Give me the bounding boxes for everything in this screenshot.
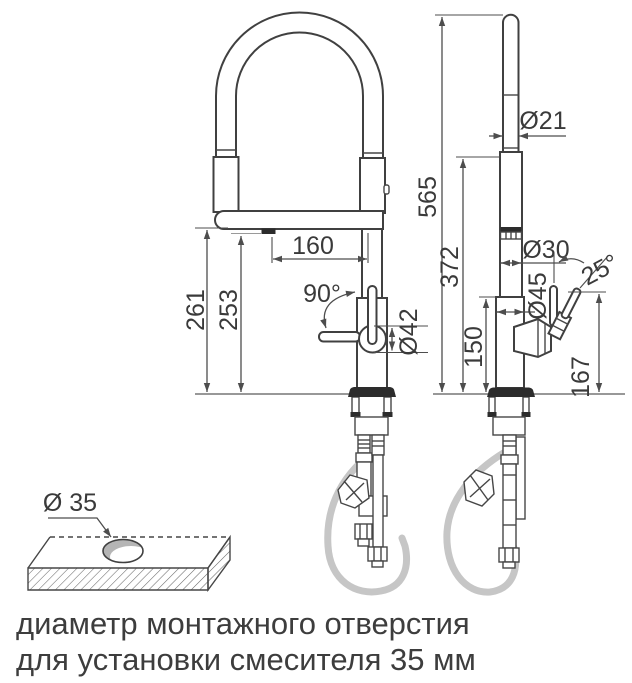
mounting-bracket-plate — [515, 436, 526, 520]
side-undercounter-hardware — [443, 396, 531, 596]
caption: диаметр монтажного отверстия для установ… — [16, 606, 476, 677]
caption-line-2: для установки смесителя 35 мм — [16, 642, 476, 677]
spout-outlet — [261, 228, 276, 234]
side-view-faucet — [443, 13, 582, 596]
handle-tilted — [547, 287, 582, 341]
mounting-hole — [103, 539, 143, 563]
caption-line-1: диаметр монтажного отверстия — [16, 606, 470, 641]
dim-dia45-label: Ø45 — [524, 272, 552, 319]
dim-150-label: 150 — [460, 326, 488, 368]
dim-261-label: 261 — [182, 289, 210, 331]
side-column — [499, 151, 523, 298]
spout-arm — [213, 210, 384, 230]
dim-372-label: 372 — [436, 246, 464, 288]
spray-button — [383, 184, 390, 195]
front-view-dimensions: 261 253 160 90° Ø42 — [182, 227, 428, 392]
dim-160-label: 160 — [292, 232, 334, 260]
handle-lever-horizontal — [318, 331, 361, 343]
handle-pin-vertical — [367, 285, 378, 345]
dim-253-label: 253 — [215, 289, 243, 331]
dim-25deg-label: 25° — [577, 249, 624, 291]
front-view-faucet — [212, 11, 411, 596]
dim-565-label: 565 — [414, 176, 442, 218]
side-hose-tube — [502, 13, 520, 156]
dim-dia35-label: Ø 35 — [43, 489, 97, 517]
spray-head — [212, 156, 240, 213]
mounting-hole-detail: Ø 35 — [27, 489, 231, 593]
front-undercounter-hardware — [324, 396, 411, 596]
flexible-spring-arch — [215, 11, 384, 158]
hose-socket — [359, 157, 386, 214]
side-base-flange — [487, 387, 535, 397]
dim-dia42-label: Ø42 — [395, 308, 423, 355]
front-base-flange — [348, 387, 396, 397]
dim-167-label: 167 — [567, 356, 595, 398]
dim-dia21-label: Ø21 — [519, 107, 566, 135]
flexible-hose — [324, 458, 411, 596]
dim-90deg-label: 90° — [303, 280, 341, 308]
aerator-band — [500, 227, 522, 232]
